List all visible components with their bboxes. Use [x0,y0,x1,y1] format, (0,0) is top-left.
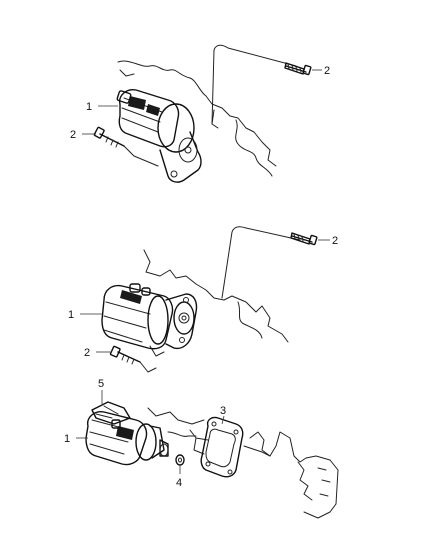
bolt-guide-line-top [211,44,297,125]
bolt-right-mid [290,232,318,246]
starter-motor-top [116,89,202,183]
callout-mid-starter: 1 [68,309,74,321]
callout-bot-starter: 1 [64,433,70,445]
harness-line-bottom [167,431,271,457]
transmission-outline-bottom [147,407,339,519]
crossmember-bottom [189,429,209,455]
bolt-guide-line-mid [221,226,301,299]
callout-top-starter: 1 [86,101,92,113]
callout-mid-bolt-left: 2 [84,347,90,359]
middle-assembly: 1 2 2 [68,226,338,373]
callout-bot-shield: 5 [98,378,104,390]
starter-motor-mid [101,283,198,357]
top-assembly: 1 2 2 [70,44,330,183]
callout-mid-bolt-right: 2 [332,235,338,247]
callout-bot-plate: 3 [220,405,226,417]
bolt-right-top [284,62,312,76]
bolt-left-mid [109,345,157,373]
callout-bot-nut: 4 [176,477,182,489]
callout-top-bolt-left: 2 [70,129,76,141]
bottom-assembly: 5 1 3 4 [64,378,339,519]
engine-mount-contour-mid [237,301,263,339]
engine-block-outline-top [117,60,277,167]
leader-bot-3 [221,415,225,425]
callout-top-bolt-right: 2 [324,65,330,77]
transmission-detail-bottom [297,461,331,501]
engine-mount-contour-top [235,119,273,177]
nut-bottom [175,454,185,466]
bolt-left-top [93,126,159,167]
heat-shield-bottom [91,401,131,425]
adapter-plate-bottom [200,416,244,478]
engine-block-outline-mid [143,249,289,343]
